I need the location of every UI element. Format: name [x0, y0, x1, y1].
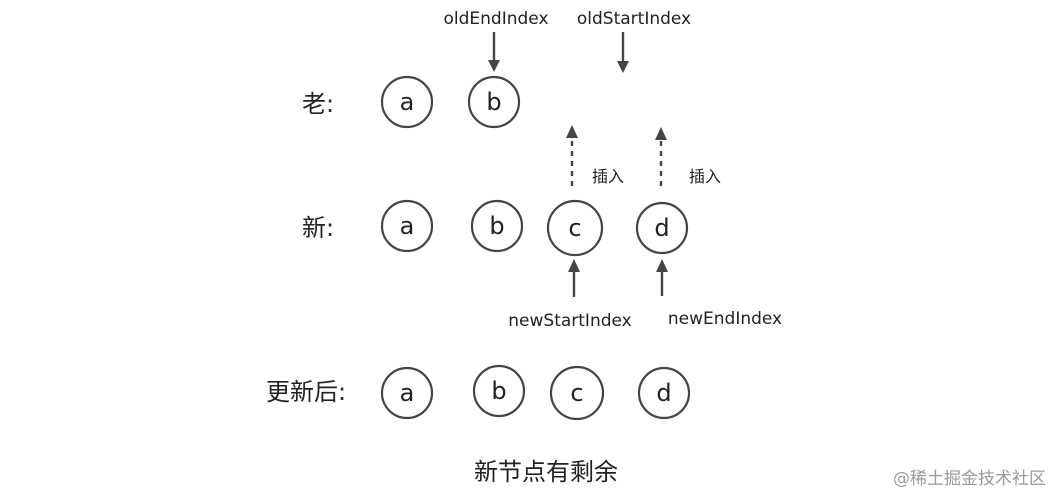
pointer-label-new-end: newEndIndex	[668, 309, 782, 329]
old-node-b: b	[467, 75, 521, 129]
row-label-after: 更新后:	[266, 378, 346, 406]
old-node-a-label: a	[400, 88, 415, 116]
new-node-c-label: c	[568, 214, 581, 242]
new-node-a-label: a	[400, 212, 415, 240]
old-start-arrow	[617, 32, 629, 73]
watermark: @稀土掘金技术社区	[893, 469, 1046, 489]
new-node-a: a	[380, 199, 434, 253]
new-node-b-label: b	[489, 212, 504, 240]
pointer-label-old-end: oldEndIndex	[443, 9, 548, 29]
after-node-d-label: d	[656, 379, 671, 407]
row-label-new: 新:	[302, 214, 334, 242]
pointer-label-old-start: oldStartIndex	[577, 9, 691, 29]
old-node-b-label: b	[486, 88, 501, 116]
new-node-d: d	[635, 201, 689, 255]
insert-arrow-c	[566, 125, 578, 186]
after-node-c: c	[549, 365, 605, 421]
old-node-a: a	[380, 75, 434, 129]
insert-label-d: 插入	[689, 167, 721, 186]
pointer-label-new-start: newStartIndex	[508, 311, 631, 331]
new-node-c: c	[546, 199, 604, 257]
new-node-b: b	[470, 199, 524, 253]
new-node-d-label: d	[654, 214, 669, 242]
after-node-b: b	[472, 364, 526, 418]
caption: 新节点有剩余	[474, 458, 618, 486]
row-label-old: 老:	[302, 90, 334, 118]
new-start-arrow	[568, 259, 580, 297]
insert-label-c: 插入	[592, 167, 624, 186]
after-node-d: d	[637, 366, 691, 420]
after-node-a: a	[380, 366, 434, 420]
after-node-a-label: a	[400, 379, 415, 407]
after-node-b-label: b	[491, 377, 506, 405]
new-end-arrow	[656, 259, 668, 296]
insert-arrow-d	[655, 127, 667, 186]
old-end-arrow	[488, 32, 500, 72]
after-node-c-label: c	[570, 379, 583, 407]
